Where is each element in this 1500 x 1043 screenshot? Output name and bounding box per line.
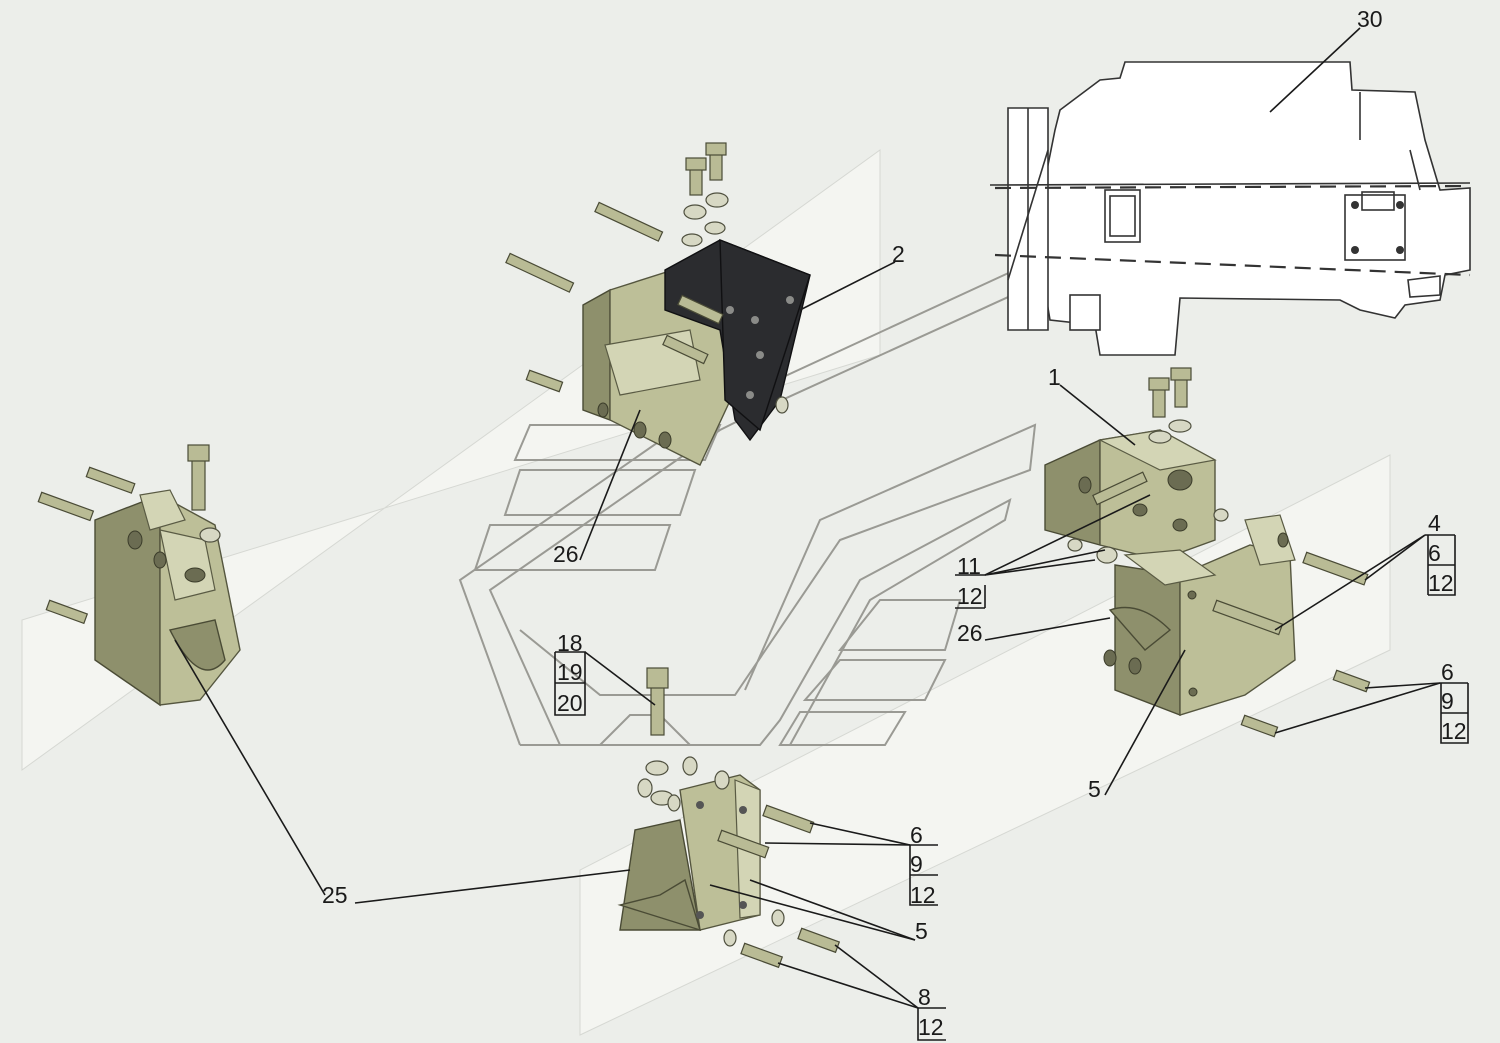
label-20: 20 xyxy=(557,690,583,716)
bottom-center-mount xyxy=(617,667,841,969)
label-6-bottom: 6 xyxy=(910,822,923,848)
label-2: 2 xyxy=(892,241,905,267)
label-5-right: 5 xyxy=(1088,776,1101,802)
label-11: 11 xyxy=(957,553,981,579)
label-12-bottom-lower: 12 xyxy=(918,1014,944,1040)
label-12-right-lower: 12 xyxy=(1441,718,1467,744)
center-top-mount xyxy=(505,142,811,466)
label-26-center: 26 xyxy=(553,541,579,567)
label-6-right-upper: 6 xyxy=(1428,540,1441,566)
label-8: 8 xyxy=(918,984,931,1010)
label-30: 30 xyxy=(1357,6,1383,32)
leader-lines xyxy=(174,27,1469,1041)
label-12-bottom: 12 xyxy=(910,882,936,908)
engine-gearbox-outline xyxy=(989,61,1471,356)
label-4: 4 xyxy=(1428,510,1441,536)
part-labels: 30 2 1 26 11 12 26 4 6 12 6 9 12 5 18 19… xyxy=(322,6,1467,1040)
label-1: 1 xyxy=(1048,364,1061,390)
label-6-right-lower: 6 xyxy=(1441,659,1454,685)
label-5-bottom: 5 xyxy=(915,918,928,944)
label-25: 25 xyxy=(322,882,348,908)
label-9-bottom: 9 xyxy=(910,851,923,877)
label-19: 19 xyxy=(557,659,583,685)
label-12-right: 12 xyxy=(957,583,983,609)
label-12-right-upper: 12 xyxy=(1428,570,1454,596)
label-9-right-lower: 9 xyxy=(1441,688,1454,714)
left-engine-mount xyxy=(37,444,241,707)
label-18: 18 xyxy=(557,630,583,656)
label-26-right: 26 xyxy=(957,620,983,646)
